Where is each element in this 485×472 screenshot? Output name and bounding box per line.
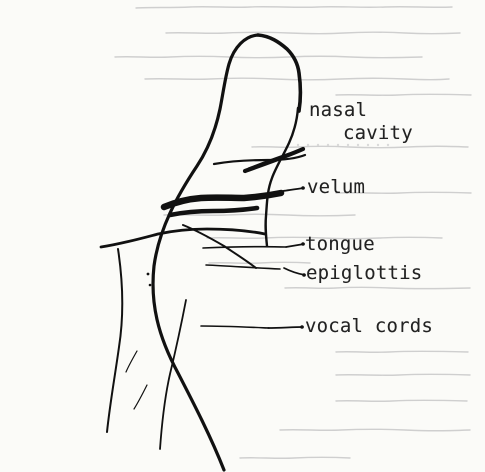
mark-dot-2 <box>149 284 152 287</box>
throat-small-mark <box>126 351 137 372</box>
pharynx-left <box>107 249 122 432</box>
head-outline-back <box>153 35 258 470</box>
label-tongue: tongue <box>305 235 375 254</box>
epiglottis-pointer-base <box>206 265 280 269</box>
velum-shadow-2 <box>170 208 257 215</box>
vocal-arrow-dot <box>300 325 304 329</box>
nasal-ridge <box>214 155 305 164</box>
label-epiglottis: epiglottis <box>306 264 422 283</box>
tongue-pointer-base <box>203 247 286 248</box>
velum-arrow-dot <box>301 186 305 190</box>
mouth-floor <box>101 229 265 247</box>
label-vocal-cords: vocal cords <box>305 317 433 336</box>
label-cavity: cavity <box>343 124 413 143</box>
face-front-edge <box>266 108 298 246</box>
vocal-pointer-line <box>268 327 303 328</box>
lower-throat-mark <box>134 385 147 409</box>
head-outline-top <box>258 35 301 111</box>
vocal-pointer-base <box>201 326 269 328</box>
velum-shadow <box>164 193 281 207</box>
pharynx-right <box>160 300 186 449</box>
velum-pointer-line <box>283 188 304 191</box>
epiglottis-pointer-line <box>284 268 305 275</box>
label-velum: velum <box>307 178 365 197</box>
mark-dot <box>147 273 150 276</box>
label-nasal: nasal <box>309 101 367 120</box>
